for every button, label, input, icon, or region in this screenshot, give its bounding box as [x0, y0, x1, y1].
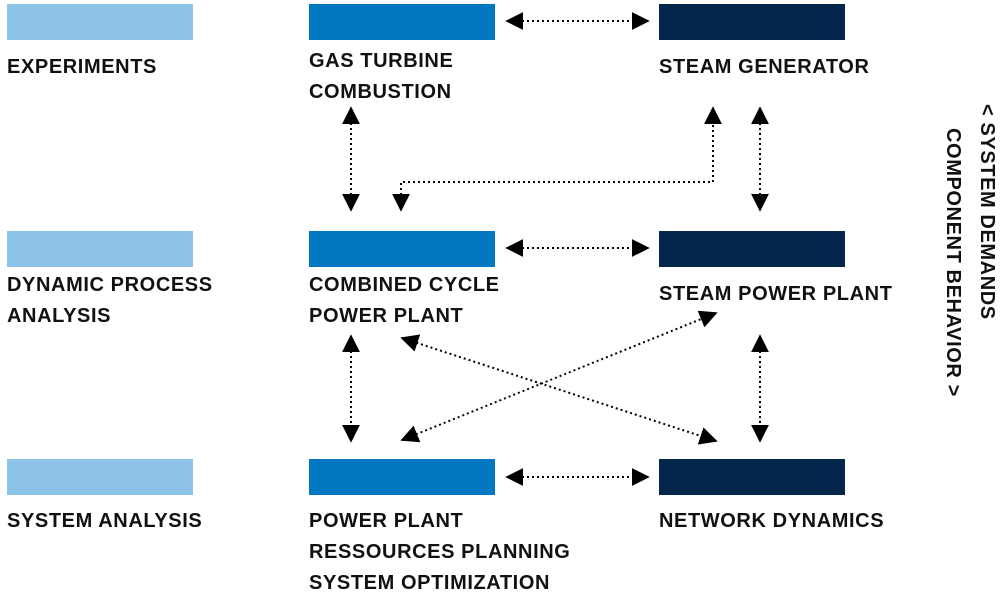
- combined-cycle-label-line: COMBINED CYCLE: [309, 274, 500, 296]
- gas-turbine-label-line: GAS TURBINE: [309, 50, 454, 72]
- dynamic-process-label: DYNAMIC PROCESS ANALYSIS: [7, 270, 213, 332]
- gas-turbine-label-line: COMBUSTION: [309, 81, 452, 103]
- power-plant-planning-bar: [309, 459, 495, 495]
- power-plant-planning-label-line: SYSTEM OPTIMIZATION: [309, 572, 551, 592]
- experiments-label-line: EXPERIMENTS: [7, 56, 157, 78]
- power-plant-planning-label-line: RESSOURCES PLANNING: [309, 541, 571, 563]
- system-analysis-bar: [7, 459, 193, 495]
- network-dynamics-bar: [659, 459, 845, 495]
- steam-generator-label-line: STEAM GENERATOR: [659, 56, 870, 78]
- steam-power-plant-bar: [659, 231, 845, 267]
- combined-cycle-bar: [309, 231, 495, 267]
- steam-power-plant-label-line: STEAM POWER PLANT: [659, 283, 893, 305]
- power-plant-planning-label-line: POWER PLANT: [309, 510, 464, 532]
- dynamic-process-label-line: DYNAMIC PROCESS: [7, 274, 213, 296]
- arrow-planning-steam-power-plant: [400, 310, 718, 443]
- network-dynamics-label-line: NETWORK DYNAMICS: [659, 510, 885, 532]
- system-demands-label: < SYSTEM DEMANDS: [976, 104, 998, 320]
- steam-generator-label: STEAM GENERATOR: [659, 52, 870, 83]
- system-analysis-label: SYSTEM ANALYSIS: [7, 506, 202, 537]
- gas-turbine-label: GAS TURBINE COMBUSTION: [309, 46, 453, 108]
- dynamic-process-bar: [7, 231, 193, 267]
- component-behavior-label: COMPONENT BEHAVIOR >: [942, 128, 964, 397]
- network-dynamics-label: NETWORK DYNAMICS: [659, 506, 884, 537]
- dynamic-process-label-line: ANALYSIS: [7, 305, 112, 327]
- steam-generator-bar: [659, 4, 845, 40]
- gas-turbine-bar: [309, 4, 495, 40]
- system-analysis-label-line: SYSTEM ANALYSIS: [7, 510, 203, 532]
- experiments-label: EXPERIMENTS: [7, 52, 157, 83]
- power-plant-planning-label: POWER PLANT RESSOURCES PLANNING SYSTEM O…: [309, 506, 570, 592]
- arrow-combined-cycle-steam-generator-elbow: [392, 106, 722, 212]
- steam-power-plant-label: STEAM POWER PLANT: [659, 279, 893, 310]
- arrow-combined-cycle-network-dynamics: [400, 334, 718, 445]
- experiments-bar: [7, 4, 193, 40]
